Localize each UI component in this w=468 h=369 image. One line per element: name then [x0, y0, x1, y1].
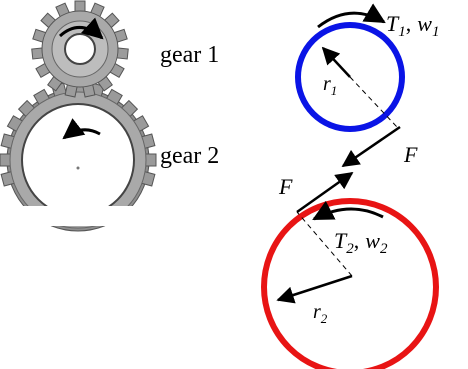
radius-2-arrow	[276, 274, 353, 304]
gear-2-rotation-arrow	[62, 118, 101, 140]
torque-2-arrow	[312, 200, 384, 221]
radius-2-label: r2	[313, 301, 328, 326]
gear-1-circle	[295, 22, 405, 132]
radius-1-label: r1	[323, 73, 337, 98]
force-on-gear-1-arrow	[341, 125, 401, 168]
radius-1-dashed	[349, 76, 398, 128]
force-on-gear-2-arrow	[296, 171, 354, 214]
gear-illustration: gear 1 gear 2	[0, 0, 219, 232]
gear-1-rotation-arrow	[58, 17, 104, 40]
gear-1-label: gear 1	[160, 42, 219, 68]
torque-1-label: T1,w1	[386, 11, 439, 40]
force-2-label: F	[278, 174, 293, 199]
gear-2-circle	[261, 198, 439, 369]
radius-1-arrow	[321, 46, 351, 78]
torque-1-arrow	[317, 3, 386, 29]
gear-2-icon	[0, 81, 157, 232]
gear-2-label: gear 2	[160, 143, 219, 169]
force-1-label: F	[403, 142, 418, 167]
gear-1-icon	[31, 0, 129, 98]
free-body-diagram: T1,w1 r1 F F T2,w2 r2	[261, 3, 439, 369]
torque-2-label: T2,w2	[334, 228, 388, 257]
